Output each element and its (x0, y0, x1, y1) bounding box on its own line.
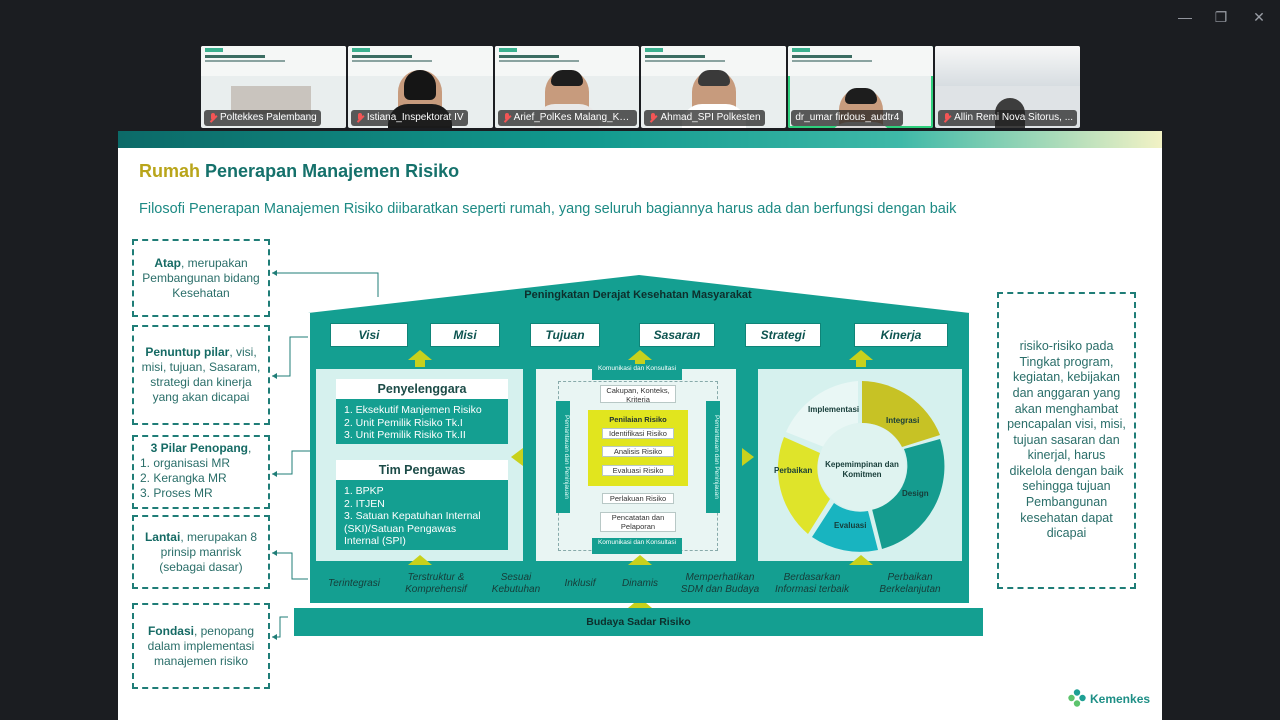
cycle-evaluasi: Evaluasi (834, 521, 867, 530)
goal-kinerja: Kinerja (854, 323, 948, 347)
participant-tile[interactable]: Allin Remi Nova Sitorus, ... (935, 46, 1080, 128)
house-roof (308, 275, 970, 313)
participant-tile[interactable]: Istiana_Inspektorat IV (347, 46, 493, 128)
arrow-up-icon (408, 555, 432, 572)
process-treat: Perlakuan Risiko (602, 493, 674, 504)
mic-muted-icon (943, 113, 951, 123)
kemenkes-logo-icon (1068, 689, 1086, 707)
principle-item: Memperhatikan SDM dan Budaya (680, 572, 760, 595)
process-communication-bottom: Komunikasi dan Konsultasi (592, 538, 682, 554)
process-analyze: Analisis Risiko (602, 446, 674, 457)
principle-item: Sesuai Kebutuhan (491, 572, 541, 595)
goal-sasaran: Sasaran (639, 323, 715, 347)
principle-item: Terstruktur & Komprehensif (405, 572, 467, 595)
process-assessment-title: Penilaian Risiko (609, 415, 667, 424)
process-scope: Cakupan, Konteks, Kriteria (600, 385, 676, 404)
principle-item: Berdasarkan Informasi terbaik (775, 572, 849, 595)
principle-item: Terintegrasi (328, 578, 380, 589)
participant-tile[interactable]: Poltekkes Palembang (201, 46, 346, 128)
cycle-perbaikan: Perbaikan (774, 466, 813, 475)
principle-item: Perbaikan Berkelanjutan (879, 572, 941, 595)
process-evaluate: Evaluasi Risiko (602, 465, 674, 476)
framework-cycle (777, 381, 945, 552)
shared-slide: Rumah Penerapan Manajemen Risiko Filosof… (118, 131, 1162, 720)
cycle-integrasi: Integrasi (886, 416, 920, 425)
cycle-design: Design (902, 489, 929, 498)
principles-floor (310, 565, 969, 603)
brand-name: Kemenkes (1090, 692, 1151, 706)
arrow-up-icon (628, 555, 652, 572)
participant-name: Istiana_Inspektorat IV (350, 110, 468, 126)
mic-muted-icon (503, 113, 511, 123)
process-monitor-left: Pemantauan dan Peninjauan (556, 401, 570, 513)
note-risiko: risiko-risiko pada Tingkat program, kegi… (997, 292, 1136, 589)
process-identify: Identifikasi Risiko (602, 428, 674, 439)
room-view (935, 46, 1080, 86)
cycle-implementasi: Implementasi (808, 405, 860, 414)
note-pilar: 3 Pilar Penopang, 1. organisasi MR 2. Ke… (132, 435, 270, 509)
arrow-up-icon (408, 350, 432, 367)
note-fondasi: Fondasi, penopang dalam implementasi man… (132, 603, 270, 689)
participant-name: Arief_PolKes Malang_Kap... (497, 110, 637, 126)
process-monitor-right: Pemantauan dan Peninjauan (706, 401, 720, 513)
slide-title: Rumah Penerapan Manajemen Risiko (139, 161, 460, 181)
foundation-band: Budaya Sadar Risiko (294, 608, 983, 636)
shared-slide-preview (788, 46, 934, 76)
arrow-up-icon (849, 555, 873, 572)
note-atap: Atap, merupakan Pembangunan bidang Keseh… (132, 239, 270, 317)
note-penutup-pilar: Penuntup pilar, visi, misi, tujuan, Sasa… (132, 325, 270, 425)
slide-subtitle: Filosofi Penerapan Manajemen Risiko diib… (139, 201, 957, 217)
participant-name: dr_umar firdous_audtr4 (791, 110, 904, 126)
room-view (231, 86, 311, 114)
participant-tile-active-speaker[interactable]: dr_umar firdous_audtr4 (788, 46, 934, 128)
participant-tile[interactable]: Ahmad_SPI Polkesten (641, 46, 787, 128)
goal-visi: Visi (330, 323, 408, 347)
roof-label: Peningkatan Derajat Kesehatan Masyarakat (524, 289, 752, 301)
principle-item: Dinamis (621, 578, 659, 589)
goal-tujuan: Tujuan (530, 323, 600, 347)
penyelenggara-list: 1. Eksekutif Manjemen Risiko 2. Unit Pem… (336, 399, 508, 444)
note-lantai: Lantai, merupakan 8 prinsip manrisk (seb… (132, 515, 270, 589)
arrow-left-icon (511, 448, 523, 466)
shared-slide-preview (201, 46, 346, 76)
arrow-up-icon (849, 350, 873, 367)
mic-muted-icon (209, 113, 217, 123)
principle-item: Inklusif (564, 578, 596, 589)
goal-misi: Misi (430, 323, 500, 347)
slide-top-bar (118, 131, 1162, 148)
mic-muted-icon (356, 113, 364, 123)
participant-name: Allin Remi Nova Sitorus, ... (938, 110, 1078, 126)
participant-name: Ahmad_SPI Polkesten (644, 110, 765, 126)
pengawas-title: Tim Pengawas (336, 460, 508, 480)
pengawas-list: 1. BPKP 2. ITJEN 3. Satuan Kepatuhan Int… (336, 480, 508, 550)
connector-lines (272, 270, 379, 640)
process-communication-top: Komunikasi dan Konsultasi (592, 364, 682, 380)
maximize-button[interactable]: ❐ (1214, 9, 1228, 25)
participant-tile[interactable]: Arief_PolKes Malang_Kap... (494, 46, 640, 128)
close-button[interactable]: ✕ (1253, 9, 1265, 25)
goal-strategi: Strategi (745, 323, 821, 347)
participant-strip: Poltekkes Palembang Istiana_Inspektorat … (201, 46, 1080, 128)
process-record: Pencatatan dan Pelaporan (600, 512, 676, 532)
mic-muted-icon (649, 113, 657, 123)
arrow-right-icon (742, 448, 754, 466)
participant-name: Poltekkes Palembang (204, 110, 321, 126)
cycle-center: Kepemimpinan dan Komitmen (825, 460, 899, 479)
minimize-button[interactable]: — (1178, 9, 1192, 25)
arrow-up-icon (628, 350, 652, 367)
penyelenggara-title: Penyelenggara (336, 379, 508, 399)
